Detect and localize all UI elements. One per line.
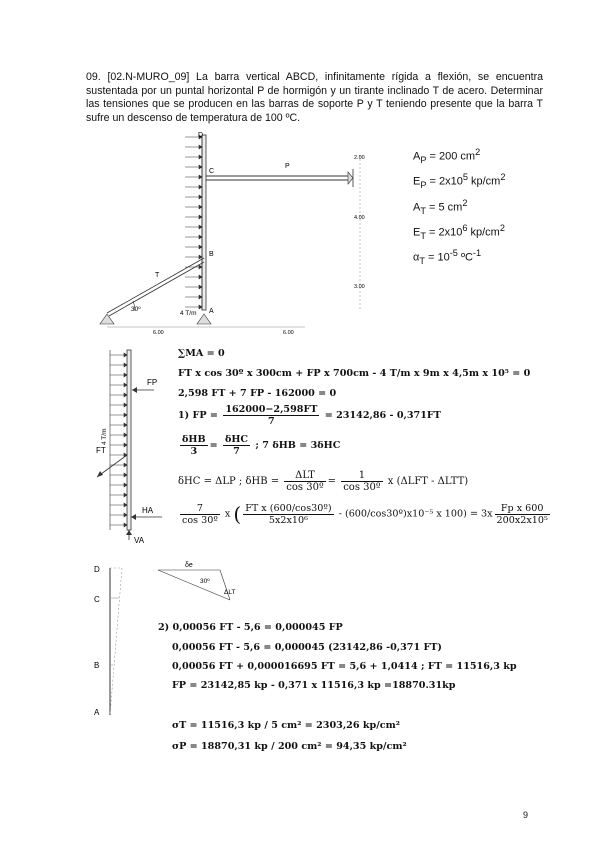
param-at: AT = 5 cm2 — [413, 197, 468, 216]
problem-statement: 09. [02.N-MURO_09] La barra vertical ABC… — [86, 71, 543, 125]
eq-stress-t: σT = 11516,3 kp / 5 cm² = 2303,26 kp/cm² — [172, 720, 400, 731]
label-t: T — [155, 272, 160, 279]
load-arrow-head — [198, 164, 203, 170]
eq-2-solve-ft: 0,00056 FT + 0,000016695 FT = 5,6 + 1,04… — [172, 661, 517, 672]
load-arrow-head — [198, 254, 203, 260]
label-c: C — [209, 168, 214, 175]
label-p: P — [285, 163, 290, 170]
load-arrow-head — [123, 352, 128, 358]
label-b: B — [209, 251, 214, 258]
dim-v-2: 4.00 — [354, 215, 365, 221]
eq-stress-p: σP = 18870,31 kp / 200 cm² = 94,35 kp/cm… — [172, 741, 407, 752]
problem-text: 09. [02.N-MURO_09] La barra vertical ABC… — [86, 71, 543, 124]
load-arrow-head — [198, 214, 203, 220]
load-arrow-head — [123, 412, 128, 418]
param-ap: AP = 200 cm2 — [413, 147, 481, 165]
load-arrow-head — [198, 244, 203, 250]
label-a-3: A — [94, 708, 100, 717]
label-d: D — [198, 132, 203, 139]
param-alpha: αT = 10-5 ºC-1 — [413, 248, 482, 267]
load-arrow-head — [123, 462, 128, 468]
displacement-figure: D C B A δe 30º ΔLT — [94, 562, 235, 717]
load-arrow-head — [123, 522, 128, 528]
dim-h-2: 6.00 — [283, 330, 294, 336]
load-arrow-head — [198, 134, 203, 140]
load-arrow-head — [123, 372, 128, 378]
label-ha: HA — [142, 506, 154, 515]
load-arrow-head — [198, 184, 203, 190]
label-load-2: 4 T/m — [101, 429, 108, 446]
param-ep: EP = 2x105 kp/cm2 — [413, 172, 506, 191]
label-d-3: D — [94, 565, 100, 574]
label-de: δe — [185, 562, 193, 569]
free-body-figure: FP FT HA VA 4 T/m — [96, 349, 162, 545]
load-arrow-head — [198, 264, 203, 270]
load-arrow-head — [198, 174, 203, 180]
label-angle-3: 30º — [200, 578, 210, 585]
load-arrow-head — [198, 224, 203, 230]
eq-2-compat: 2) 0,00056 FT - 5,6 = 0,000045 FP — [158, 622, 343, 633]
load-arrow-head — [198, 274, 203, 280]
eq-moment-expansion: FT x cos 30º x 300cm + FP x 700cm - 4 T/… — [178, 368, 531, 379]
dim-h-1: 6.00 — [153, 330, 164, 336]
label-load: 4 T/m — [180, 310, 197, 317]
label-dlt: ΔLT — [224, 589, 235, 596]
load-arrow-head — [198, 304, 203, 310]
load-arrow-head — [123, 482, 128, 488]
structure-figure: D C B A P T 30º 4 T/m 2.00 4.00 3.00 6.0… — [99, 132, 365, 336]
load-arrow-head — [198, 204, 203, 210]
load-arrow-head — [123, 512, 128, 518]
load-arrow-head — [123, 422, 128, 428]
label-a: A — [209, 308, 214, 315]
label-ft: FT — [96, 446, 106, 455]
label-angle: 30º — [131, 306, 141, 313]
label-b-3: B — [94, 661, 99, 670]
label-c-3: C — [94, 595, 100, 604]
param-et: ET = 2x106 kp/cm2 — [413, 223, 505, 241]
label-va: VA — [134, 536, 145, 545]
label-fp: FP — [147, 378, 157, 387]
load-arrow-head — [198, 194, 203, 200]
dim-v-1: 2.00 — [354, 155, 365, 161]
parameters-list: AP = 200 cm2 EP = 2x105 kp/cm2 AT = 5 cm… — [413, 144, 505, 271]
load-arrow-head — [198, 144, 203, 150]
eq-2-substitute: 0,00056 FT - 5,6 = 0,000045 (23142,86 -0… — [172, 642, 442, 653]
load-arrow-head — [123, 492, 128, 498]
load-arrow-head — [123, 442, 128, 448]
load-arrow-head — [198, 284, 203, 290]
dim-v-3: 3.00 — [354, 284, 365, 290]
eq-moment-simplified: 2,598 FT + 7 FP - 162000 = 0 — [178, 388, 337, 399]
load-arrow-head — [123, 362, 128, 368]
load-arrow-head — [198, 234, 203, 240]
load-arrow-head — [198, 294, 203, 300]
eq-2-solve-fp: FP = 23142,85 kp - 0,371 x 11516,3 kp =1… — [172, 680, 456, 691]
load-arrow-head — [123, 432, 128, 438]
load-arrow-head — [198, 154, 203, 160]
load-arrow-head — [123, 502, 128, 508]
load-arrow-head — [123, 382, 128, 388]
eq-sum-moments: ∑MA = 0 — [178, 348, 225, 359]
load-arrow-head — [123, 392, 128, 398]
page-number: 9 — [523, 810, 529, 820]
load-arrow-head — [123, 472, 128, 478]
load-arrow-head — [123, 402, 128, 408]
